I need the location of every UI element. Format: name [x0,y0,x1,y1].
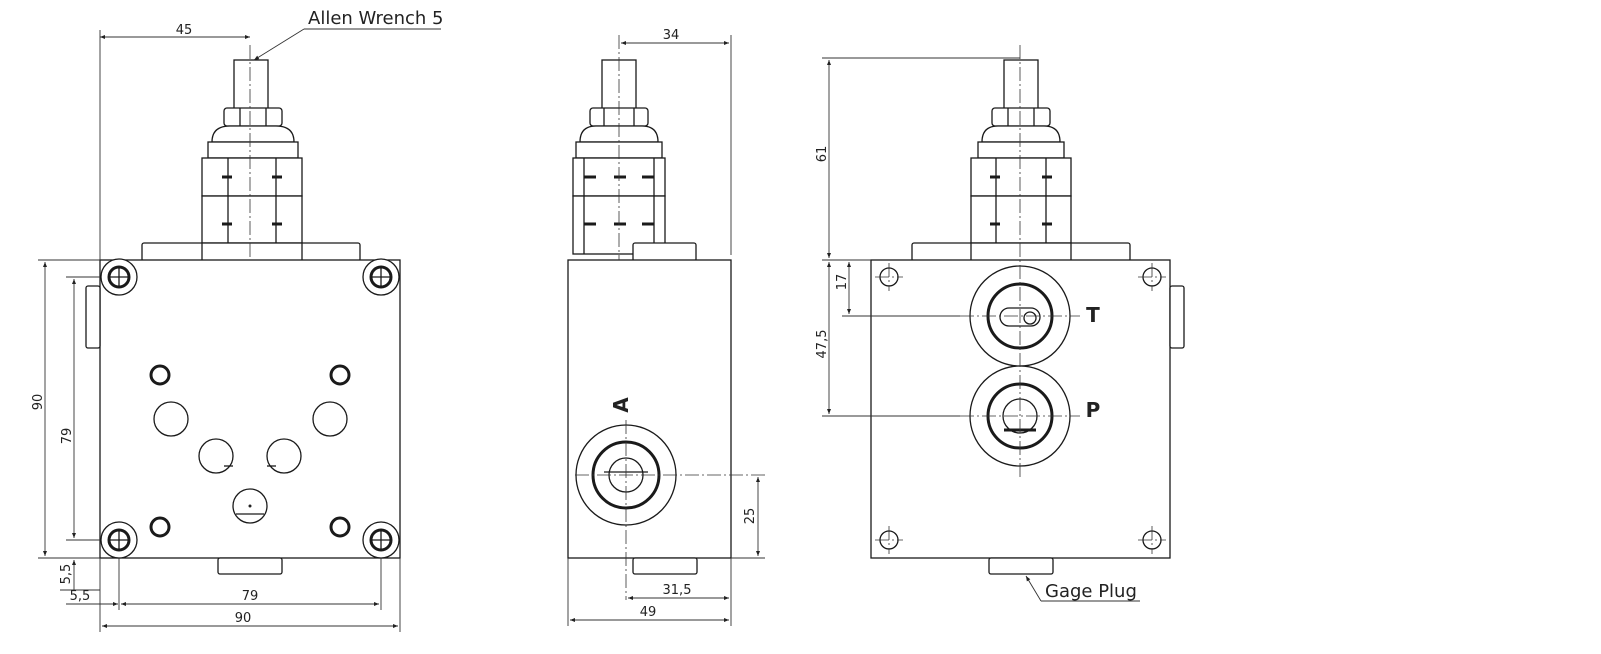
dim-side-width: 49 [640,605,657,620]
front-side-plug [85,285,101,349]
dim-front-height-overall: 90 [31,394,46,411]
front-view: 45 90 79 5,5 5,5 79 90 [31,8,443,632]
front-adjuster [201,59,303,253]
rear-dimensions: 61 17 47,5 [815,57,1020,417]
front-port-pattern [149,364,351,538]
dim-front-offset-horizontal: 5,5 [70,589,91,604]
side-dimensions: 34 25 31,5 49 [567,28,765,626]
dim-rear-port-t: 17 [835,274,850,291]
side-bottom-plug [632,557,698,575]
side-view: A 34 25 31,5 49 [567,28,765,626]
dim-front-top-width: 45 [176,23,193,38]
gage-plug-label: Gage Plug [1045,581,1137,602]
port-a-label: A [609,397,633,413]
rear-adjuster [970,59,1072,255]
rear-side-plug [1169,285,1185,349]
dim-front-height-holes: 79 [60,428,75,445]
rear-gage-plug [988,557,1054,575]
gage-plug-callout: Gage Plug [1025,575,1140,602]
dim-front-offset-vertical: 5,5 [59,564,74,585]
front-bottom-plug [217,557,283,575]
front-mounting-holes [100,258,400,559]
front-dimensions: 45 90 79 5,5 5,5 79 90 [31,23,401,632]
port-p-label: P [1086,398,1101,422]
dim-side-port-offset: 31,5 [663,583,692,598]
front-body [99,259,401,559]
dim-rear-port-p: 47,5 [815,330,830,359]
dim-rear-height-top: 61 [815,146,830,163]
allen-wrench-label: Allen Wrench 5 [308,8,443,29]
allen-wrench-callout: Allen Wrench 5 [253,8,443,61]
rear-view: T P 61 17 47,5 Gage Plug [815,45,1185,602]
dim-front-width-holes: 79 [242,589,259,604]
rear-mounting-holes [875,263,1166,554]
dim-side-top: 34 [663,28,680,43]
dim-front-width-overall: 90 [235,611,252,626]
dim-side-port-height: 25 [743,508,758,525]
port-t-label: T [1086,303,1100,327]
side-top-flange [632,242,697,262]
